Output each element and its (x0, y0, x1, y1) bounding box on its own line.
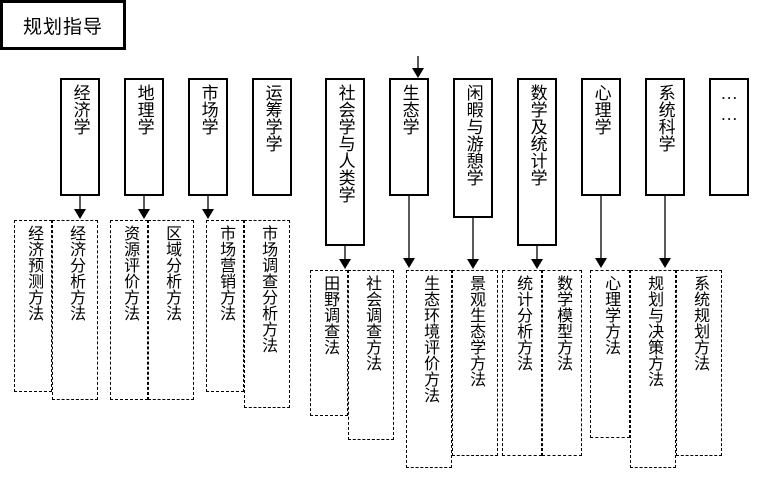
connector-leisure-to-methods (467, 218, 479, 270)
method-regional-analysis-label: 区域分析方法 (163, 225, 181, 321)
discipline-psychology-label: 心理学 (591, 84, 611, 135)
method-eco-environment-evaluation-label: 生态环境评价方法 (421, 275, 439, 403)
method-planning-decision-label: 规划与决策方法 (645, 275, 663, 387)
discipline-mathematics-statistics-label: 数学及统计学 (527, 84, 547, 186)
connector-systems-to-methods (659, 196, 671, 270)
connector-marketing-to-methods (202, 196, 214, 220)
connector-root-to-ecology (412, 56, 424, 78)
connector-economics-to-methods (74, 196, 86, 220)
method-economic-forecasting-label: 经济预测方法 (25, 225, 43, 321)
discipline-leisure-recreation-label: 闲暇与游憩学 (463, 84, 483, 186)
method-system-planning-label: 系统规划方法 (691, 275, 709, 371)
discipline-marketing[interactable]: 市场学 (188, 78, 228, 196)
discipline-economics-label: 经济学 (70, 84, 90, 135)
discipline-mathematics-statistics[interactable]: 数学及统计学 (517, 78, 557, 246)
method-economic-forecasting[interactable]: 经济预测方法 (14, 220, 52, 392)
method-planning-decision[interactable]: 规划与决策方法 (630, 270, 676, 468)
discipline-marketing-label: 市场学 (198, 84, 218, 135)
method-mathematical-model-label: 数学模型方法 (554, 275, 572, 371)
method-landscape-ecology[interactable]: 景观生态学方法 (452, 270, 498, 456)
discipline-operations-research[interactable]: 运筹学学 (252, 78, 292, 196)
discipline-sociology-anthropology-label: 社会学与人类学 (335, 84, 355, 203)
method-statistical-analysis-label: 统计分析方法 (514, 275, 532, 371)
discipline-ellipsis: …… (709, 78, 749, 196)
method-market-survey-analysis-label: 市场调查分析方法 (259, 225, 277, 353)
method-economic-analysis-label: 经济分析方法 (67, 225, 85, 321)
method-mathematical-model[interactable]: 数学模型方法 (542, 270, 582, 456)
method-field-survey[interactable]: 田野调查法 (310, 270, 348, 416)
discipline-ellipsis-label: …… (719, 84, 739, 126)
discipline-systems-science[interactable]: 系统科学 (645, 78, 685, 196)
method-regional-analysis[interactable]: 区域分析方法 (148, 220, 194, 400)
method-statistical-analysis[interactable]: 统计分析方法 (502, 270, 542, 456)
connector-ecology-to-methods (403, 196, 415, 270)
method-system-planning[interactable]: 系统规划方法 (676, 270, 722, 456)
method-field-survey-label: 田野调查法 (321, 275, 339, 355)
discipline-operations-research-label: 运筹学学 (262, 84, 282, 152)
method-resource-evaluation-label: 资源评价方法 (121, 225, 139, 321)
method-resource-evaluation[interactable]: 资源评价方法 (110, 220, 148, 400)
connector-mathstat-to-methods (531, 246, 543, 270)
method-social-survey-label: 社会调查方法 (363, 275, 381, 371)
method-landscape-ecology-label: 景观生态学方法 (467, 275, 485, 387)
method-psychology[interactable]: 心理学方法 (590, 270, 630, 438)
connector-geography-to-methods (138, 196, 150, 220)
root-node-label: 规划指导 (22, 16, 103, 38)
discipline-geography[interactable]: 地理学 (124, 78, 164, 196)
discipline-ecology-label: 生态学 (399, 84, 419, 135)
discipline-leisure-recreation[interactable]: 闲暇与游憩学 (453, 78, 493, 218)
connector-psychology-to-methods (595, 196, 607, 270)
root-node-planning-guidance[interactable]: 规划指导 (0, 0, 126, 50)
method-psychology-label: 心理学方法 (602, 275, 620, 355)
method-market-marketing-label: 市场营销方法 (217, 225, 235, 321)
discipline-systems-science-label: 系统科学 (655, 84, 675, 152)
connector-sociology-to-methods (339, 246, 351, 270)
discipline-sociology-anthropology[interactable]: 社会学与人类学 (325, 78, 365, 246)
method-market-survey-analysis[interactable]: 市场调查分析方法 (244, 220, 290, 408)
discipline-economics[interactable]: 经济学 (60, 78, 100, 196)
method-eco-environment-evaluation[interactable]: 生态环境评价方法 (406, 270, 452, 468)
method-social-survey[interactable]: 社会调查方法 (348, 270, 394, 440)
discipline-psychology[interactable]: 心理学 (581, 78, 621, 196)
method-market-marketing[interactable]: 市场营销方法 (206, 220, 244, 392)
discipline-geography-label: 地理学 (134, 84, 154, 135)
discipline-ecology[interactable]: 生态学 (389, 78, 429, 196)
method-economic-analysis[interactable]: 经济分析方法 (52, 220, 98, 400)
